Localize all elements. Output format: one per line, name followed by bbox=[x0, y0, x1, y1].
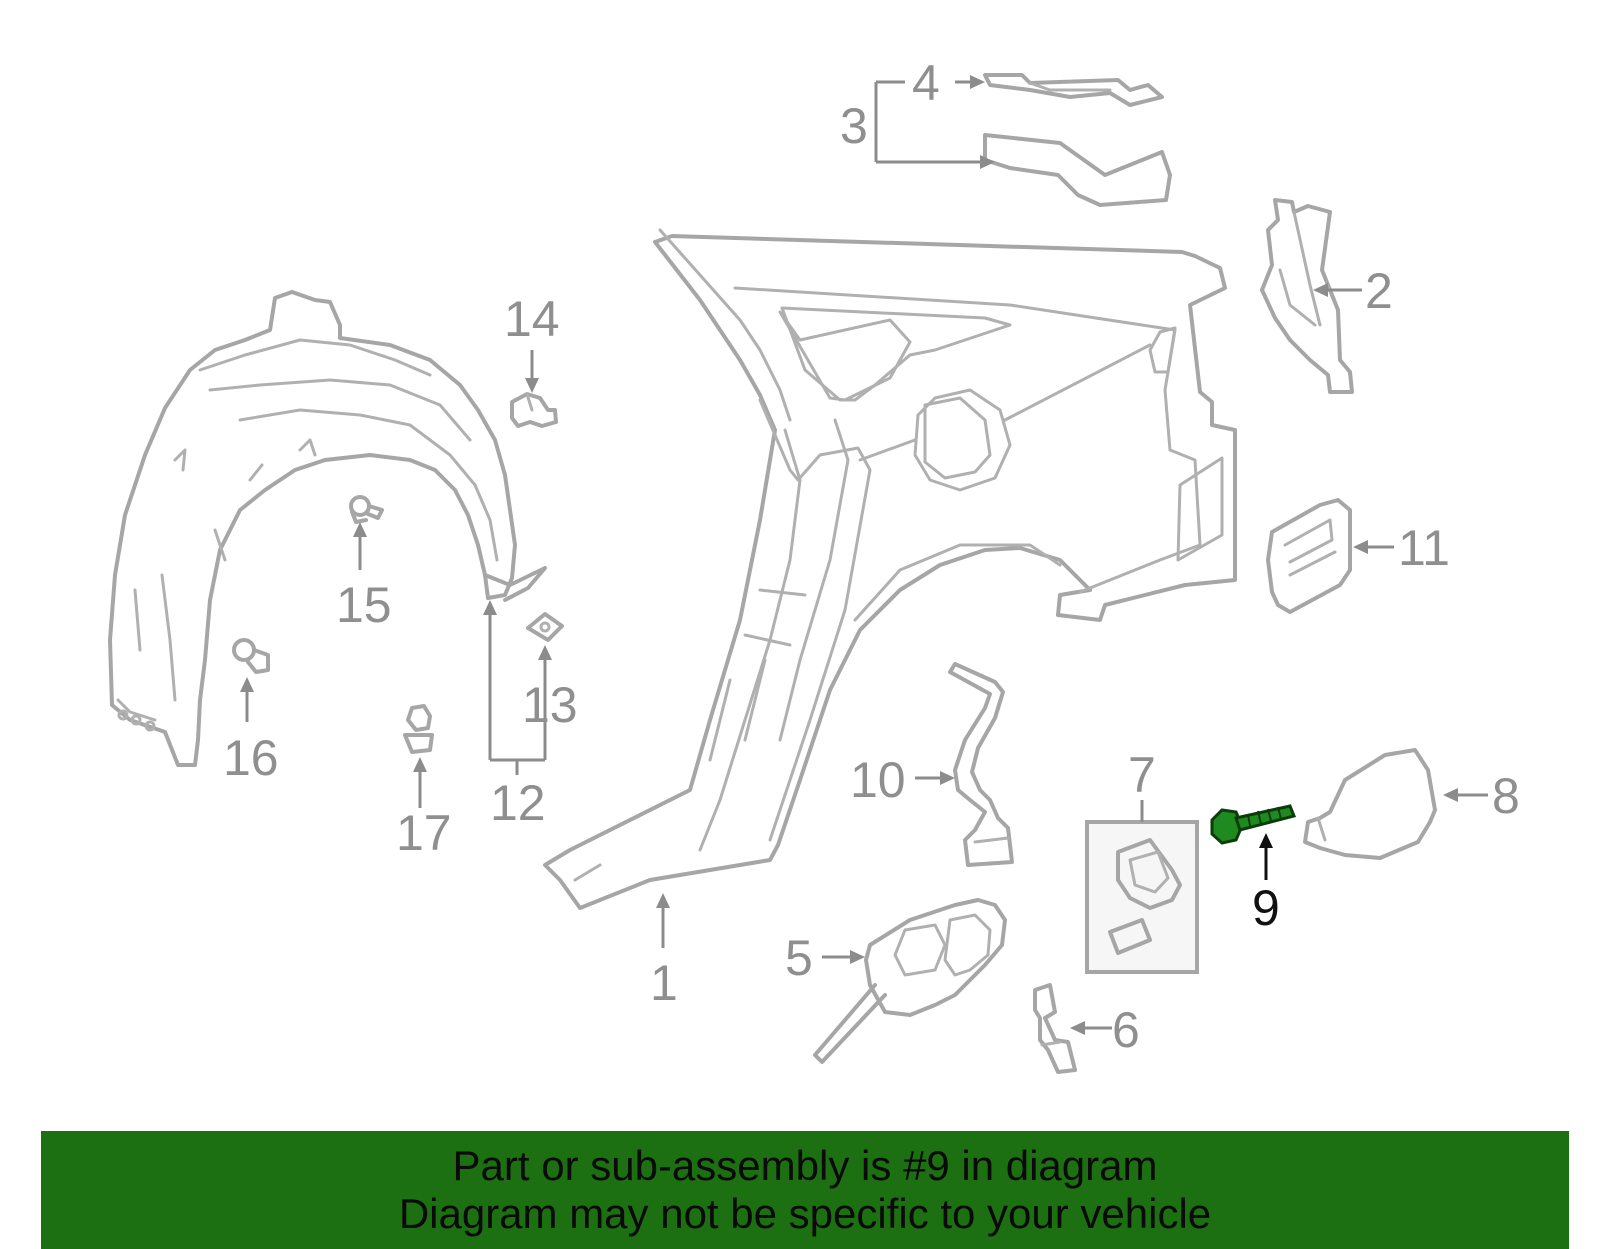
part-5-fuel-housing bbox=[813, 898, 1007, 1064]
banner-line-2: Diagram may not be specific to your vehi… bbox=[398, 1190, 1212, 1237]
callout-2: 2 bbox=[1365, 263, 1393, 319]
info-banner: Part or sub-assembly is #9 in diagram Di… bbox=[41, 1131, 1569, 1249]
callout-14: 14 bbox=[504, 291, 560, 347]
part-12-fender-liner bbox=[108, 290, 547, 767]
part-3-reinforcement bbox=[983, 133, 1172, 207]
callout-7: 7 bbox=[1128, 747, 1156, 803]
part-14-clip bbox=[510, 392, 558, 428]
part-16-bolt bbox=[232, 638, 270, 674]
part-1-quarter-panel bbox=[543, 228, 1237, 910]
part-17-clip bbox=[403, 704, 434, 754]
part-10-rod bbox=[948, 662, 1014, 867]
part-11-panel bbox=[1266, 498, 1352, 614]
callout-8: 8 bbox=[1492, 768, 1520, 824]
part-15-clip bbox=[349, 495, 384, 524]
callout-1: 1 bbox=[650, 955, 678, 1011]
callout-16: 16 bbox=[223, 730, 279, 786]
leader-lines bbox=[240, 75, 1488, 1035]
part-6-pin bbox=[1033, 983, 1077, 1074]
callout-6: 6 bbox=[1112, 1002, 1140, 1058]
banner-line-1: Part or sub-assembly is #9 in diagram bbox=[452, 1142, 1158, 1189]
part-4-reinforcement bbox=[983, 73, 1164, 107]
callout-9: 9 bbox=[1252, 880, 1280, 936]
callout-11: 11 bbox=[1398, 520, 1450, 576]
callout-15: 15 bbox=[336, 577, 392, 633]
callout-5: 5 bbox=[785, 930, 813, 986]
part-7-kit bbox=[1085, 820, 1199, 974]
callout-3: 3 bbox=[840, 98, 868, 154]
callout-13: 13 bbox=[522, 677, 578, 733]
part-13-clip bbox=[526, 612, 564, 642]
part-2-bracket bbox=[1260, 198, 1354, 394]
callout-17: 17 bbox=[396, 805, 452, 861]
callout-10: 10 bbox=[850, 752, 906, 808]
part-9-bolt bbox=[1210, 804, 1297, 845]
part-8-fuel-door bbox=[1303, 748, 1437, 860]
callout-12: 12 bbox=[490, 775, 546, 831]
callout-4: 4 bbox=[912, 55, 940, 111]
